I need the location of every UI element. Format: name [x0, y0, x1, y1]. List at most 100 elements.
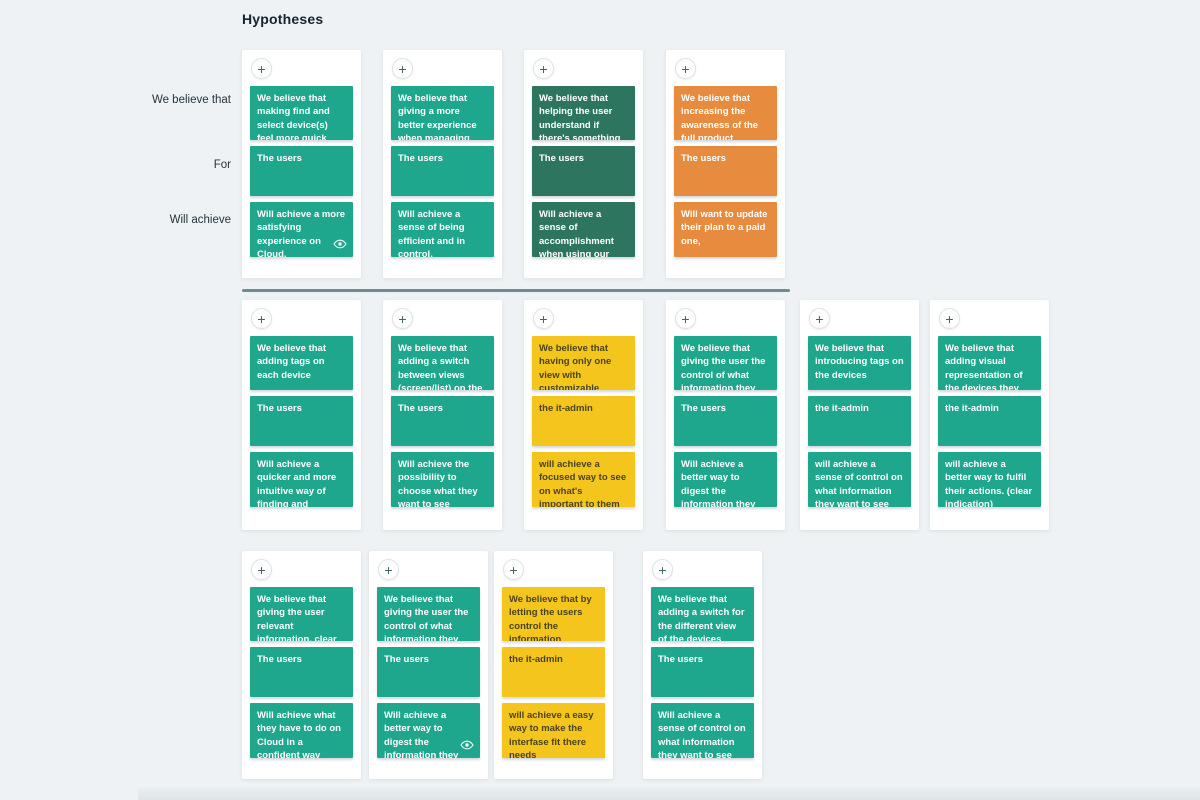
- believe-note-text: We believe that giving the user relevant…: [257, 594, 337, 641]
- believe-note[interactable]: We believe that making find and select d…: [250, 86, 353, 140]
- hypothesis-column: + We believe that introducing tags on the…: [800, 300, 919, 530]
- for-note[interactable]: The users: [250, 647, 353, 697]
- believe-note[interactable]: We believe that increasing the awareness…: [674, 86, 777, 140]
- for-note[interactable]: The users: [391, 396, 494, 446]
- believe-note[interactable]: We believe that giving the user the cont…: [377, 587, 480, 641]
- believe-note[interactable]: We believe that introducing tags on the …: [808, 336, 911, 390]
- achieve-note-text: Will achieve a quicker and more intuitiv…: [257, 459, 337, 507]
- for-note-text: the it-admin: [509, 654, 563, 665]
- achieve-note[interactable]: Will achieve a sense of control on what …: [651, 703, 754, 758]
- achieve-note-text: Will achieve a sense of accomplishment w…: [539, 209, 614, 257]
- achieve-note-text: Will want to update their plan to a paid…: [681, 209, 768, 247]
- add-note-button[interactable]: +: [392, 308, 413, 329]
- believe-note-text: We believe that giving the user the cont…: [384, 594, 469, 641]
- for-note[interactable]: The users: [674, 146, 777, 196]
- add-note-button[interactable]: +: [251, 559, 272, 580]
- for-note[interactable]: the it-admin: [938, 396, 1041, 446]
- achieve-note[interactable]: Will achieve a better way to digest the …: [377, 703, 480, 758]
- for-note-text: The users: [398, 153, 443, 164]
- achieve-note-text: Will achieve a sense of control on what …: [658, 710, 746, 758]
- believe-note[interactable]: We believe that helping the user underst…: [532, 86, 635, 140]
- add-note-button[interactable]: +: [675, 58, 696, 79]
- hypothesis-column: + We believe that adding tags on each dev…: [242, 300, 361, 530]
- believe-note-text: We believe that introducing tags on the …: [815, 343, 904, 381]
- for-note-text: The users: [257, 654, 302, 665]
- for-note[interactable]: the it-admin: [502, 647, 605, 697]
- add-note-button[interactable]: +: [809, 308, 830, 329]
- for-note-text: The users: [539, 153, 584, 164]
- for-note-text: The users: [658, 654, 703, 665]
- for-note[interactable]: The users: [250, 146, 353, 196]
- for-note-text: the it-admin: [539, 403, 593, 414]
- achieve-note-text: Will achieve the possibility to choose w…: [398, 459, 478, 507]
- achieve-note[interactable]: Will achieve a sense of accomplishment w…: [532, 202, 635, 257]
- add-note-button[interactable]: +: [392, 58, 413, 79]
- for-note[interactable]: the it-admin: [808, 396, 911, 446]
- add-note-button[interactable]: +: [251, 308, 272, 329]
- bottom-panel-edge: [138, 787, 1200, 800]
- for-note[interactable]: The users: [391, 146, 494, 196]
- for-note[interactable]: The users: [674, 396, 777, 446]
- for-note-text: the it-admin: [815, 403, 869, 414]
- for-note[interactable]: The users: [532, 146, 635, 196]
- believe-note-text: We believe that adding a switch for the …: [658, 594, 745, 641]
- believe-note-text: We believe that having only one view wit…: [539, 343, 612, 390]
- add-note-button[interactable]: +: [251, 58, 272, 79]
- achieve-note[interactable]: Will achieve a sense of being efficient …: [391, 202, 494, 257]
- achieve-note[interactable]: Will achieve what they have to do on Clo…: [250, 703, 353, 758]
- believe-note[interactable]: We believe that giving the user relevant…: [250, 587, 353, 641]
- for-note[interactable]: The users: [377, 647, 480, 697]
- believe-note[interactable]: We believe that giving the user the cont…: [674, 336, 777, 390]
- add-note-button[interactable]: +: [503, 559, 524, 580]
- for-note[interactable]: the it-admin: [532, 396, 635, 446]
- for-note-text: The users: [681, 153, 726, 164]
- achieve-note-text: will achieve a focused way to see on wha…: [539, 459, 627, 507]
- add-note-button[interactable]: +: [533, 58, 554, 79]
- achieve-note[interactable]: Will achieve the possibility to choose w…: [391, 452, 494, 507]
- achieve-note[interactable]: Will achieve a better way to digest the …: [674, 452, 777, 507]
- achieve-note[interactable]: Will achieve a more satisfying experienc…: [250, 202, 353, 257]
- believe-note[interactable]: We believe that adding visual representa…: [938, 336, 1041, 390]
- believe-note[interactable]: We believe that adding a switch between …: [391, 336, 494, 390]
- add-note-button[interactable]: +: [533, 308, 554, 329]
- hypothesis-column: + We believe that giving the user the con…: [369, 551, 488, 779]
- achieve-note[interactable]: will achieve a sense of control on what …: [808, 452, 911, 507]
- for-note[interactable]: The users: [651, 647, 754, 697]
- believe-note[interactable]: We believe that adding a switch for the …: [651, 587, 754, 641]
- for-note[interactable]: The users: [250, 396, 353, 446]
- achieve-note-text: Will achieve what they have to do on Clo…: [257, 710, 341, 758]
- row-label-will-achieve: Will achieve: [169, 214, 231, 226]
- achieve-note-text: Will achieve a better way to digest the …: [384, 710, 459, 758]
- believe-note[interactable]: We believe that giving a more better exp…: [391, 86, 494, 140]
- believe-note-text: We believe that giving the user the cont…: [681, 343, 766, 390]
- believe-note[interactable]: We believe that having only one view wit…: [532, 336, 635, 390]
- hypothesis-column: + We believe that having only one view wi…: [524, 300, 643, 530]
- believe-note[interactable]: We believe that by letting the users con…: [502, 587, 605, 641]
- achieve-note[interactable]: will achieve a focused way to see on wha…: [532, 452, 635, 507]
- achieve-note[interactable]: will achieve a better way to fulfil thei…: [938, 452, 1041, 507]
- achieve-note[interactable]: will achieve a easy way to make the inte…: [502, 703, 605, 758]
- believe-note[interactable]: We believe that adding tags on each devi…: [250, 336, 353, 390]
- row-label-for: For: [213, 159, 231, 171]
- add-note-button[interactable]: +: [652, 559, 673, 580]
- for-note-text: the it-admin: [945, 403, 999, 414]
- achieve-note-text: will achieve a sense of control on what …: [815, 459, 903, 507]
- for-note-text: The users: [257, 153, 302, 164]
- add-note-button[interactable]: +: [939, 308, 960, 329]
- for-note-text: The users: [257, 403, 302, 414]
- visibility-eye-icon: [460, 740, 474, 754]
- believe-note-text: We believe that adding tags on each devi…: [257, 343, 326, 381]
- achieve-note[interactable]: Will achieve a quicker and more intuitiv…: [250, 452, 353, 507]
- hypothesis-column: + We believe that increasing the awarenes…: [666, 50, 785, 278]
- hypothesis-column: + We believe that adding a switch for the…: [643, 551, 762, 779]
- believe-note-text: We believe that adding visual representa…: [945, 343, 1023, 390]
- believe-note-text: We believe that by letting the users con…: [509, 594, 592, 641]
- hypothesis-column: + We believe that giving the user relevan…: [242, 551, 361, 779]
- believe-note-text: We believe that adding a switch between …: [398, 343, 483, 390]
- add-note-button[interactable]: +: [378, 559, 399, 580]
- achieve-note[interactable]: Will want to update their plan to a paid…: [674, 202, 777, 257]
- achieve-note-text: will achieve a better way to fulfil thei…: [945, 459, 1033, 507]
- achieve-note-text: Will achieve a better way to digest the …: [681, 459, 756, 507]
- add-note-button[interactable]: +: [675, 308, 696, 329]
